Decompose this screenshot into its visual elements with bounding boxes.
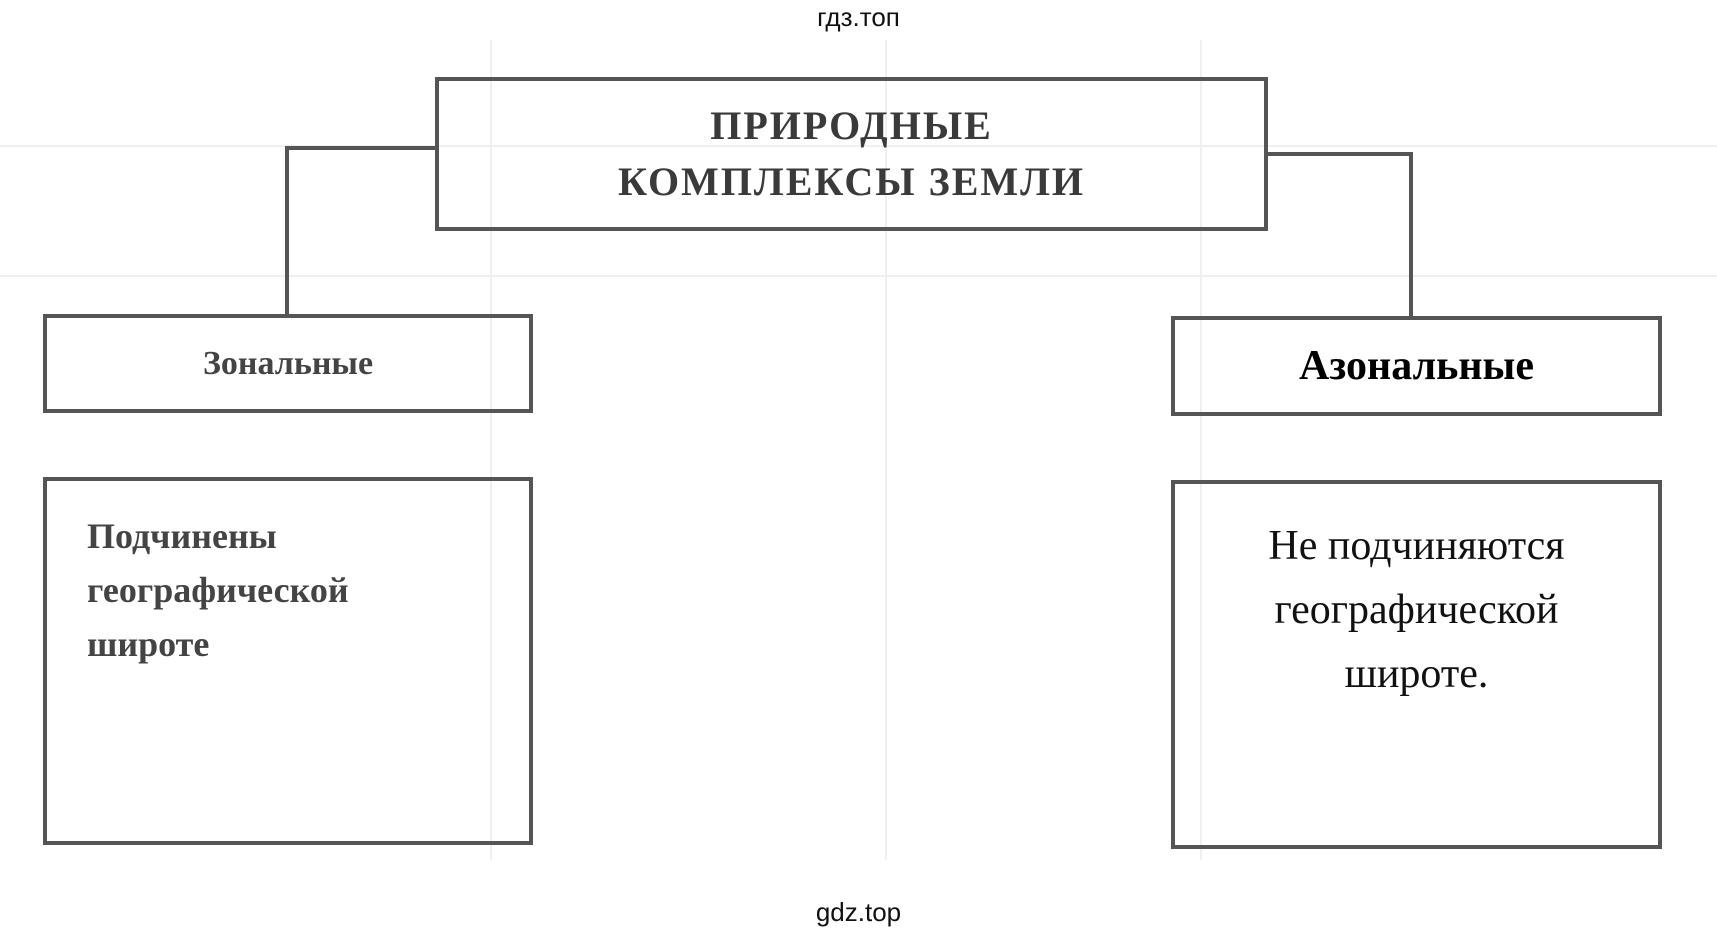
azonal-label: Азональные — [1299, 343, 1534, 389]
azonal-desc-line: Не подчиняются — [1268, 523, 1565, 569]
azonal-node: Азональные — [1171, 316, 1662, 416]
zonal-desc-line: географической — [87, 570, 349, 610]
background-line — [885, 40, 887, 860]
root-node: ПРИРОДНЫЕ КОМПЛЕКСЫ ЗЕМЛИ — [435, 77, 1268, 231]
zonal-label: Зональные — [202, 344, 374, 382]
zonal-desc-line: широте — [87, 624, 210, 664]
background-line — [490, 40, 492, 860]
connector-left-horizontal — [285, 146, 437, 150]
watermark-bottom: gdz.top — [815, 897, 902, 927]
background-line — [0, 145, 1717, 147]
zonal-desc-line: Подчинены — [87, 516, 277, 556]
root-title-line1: ПРИРОДНЫЕ — [710, 103, 993, 148]
watermark-top: гдз.топ — [817, 2, 900, 32]
background-line — [1200, 40, 1202, 860]
connector-right-horizontal — [1266, 152, 1413, 156]
azonal-desc-line: географической — [1274, 587, 1559, 633]
zonal-node: Зональные — [43, 314, 533, 413]
connector-left-vertical — [285, 146, 289, 316]
azonal-description-box: Не подчиняются географической широте. — [1171, 480, 1662, 849]
azonal-desc-line: широте. — [1344, 651, 1489, 697]
connector-right-vertical — [1409, 152, 1413, 318]
root-title-line2: КОМПЛЕКСЫ ЗЕМЛИ — [617, 159, 1086, 204]
background-line — [0, 275, 1717, 277]
zonal-description-box: Подчинены географической широте — [43, 477, 533, 845]
